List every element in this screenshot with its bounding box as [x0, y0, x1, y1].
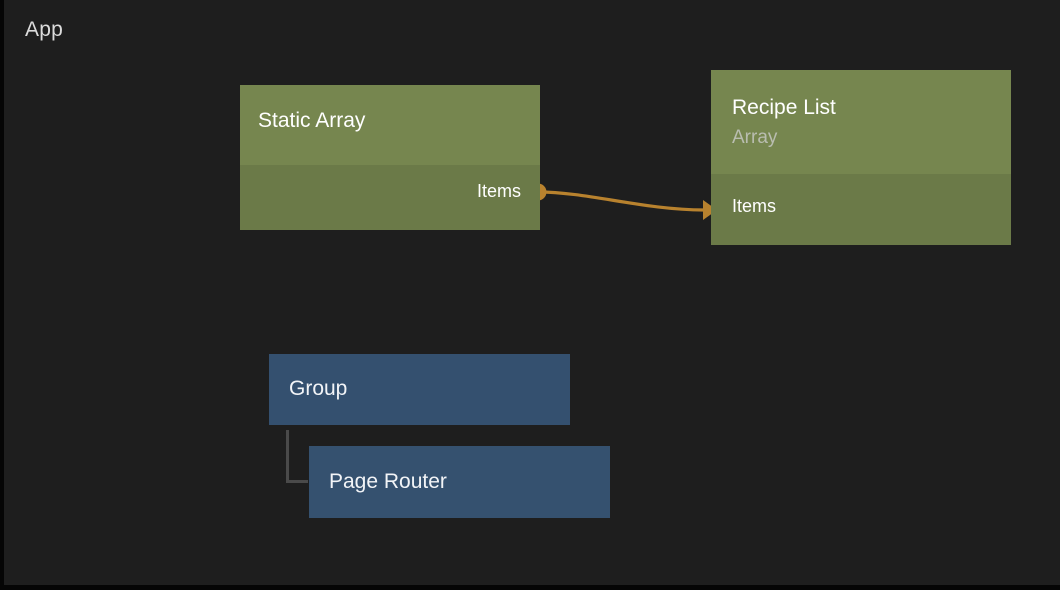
node-group-title: Group — [289, 377, 348, 400]
port-label-items-output[interactable]: Items — [476, 181, 521, 201]
node-group[interactable]: Group — [269, 354, 570, 425]
node-static-array-body[interactable]: Items — [240, 165, 540, 230]
node-recipe-list[interactable]: Recipe List Array Items — [711, 70, 1011, 245]
page-title: App — [25, 18, 63, 41]
node-static-array-title: Static Array — [258, 109, 366, 132]
node-recipe-list-header[interactable]: Recipe List Array — [711, 70, 1011, 174]
port-label-items-input[interactable]: Items — [732, 196, 777, 216]
node-recipe-list-title: Recipe List — [732, 96, 836, 119]
edge-items-to-items — [529, 183, 717, 220]
edge-group-to-page-router — [286, 430, 308, 483]
node-static-array-header[interactable]: Static Array — [240, 85, 540, 165]
edge-items-to-items-path — [536, 190, 706, 212]
node-page-router[interactable]: Page Router — [309, 446, 610, 518]
edge-group-to-page-router-path — [286, 430, 308, 483]
node-recipe-list-body[interactable]: Items — [711, 174, 1011, 245]
node-static-array[interactable]: Static Array Items — [240, 85, 540, 230]
node-recipe-list-subtitle: Array — [732, 127, 778, 148]
node-page-router-title: Page Router — [329, 470, 447, 493]
